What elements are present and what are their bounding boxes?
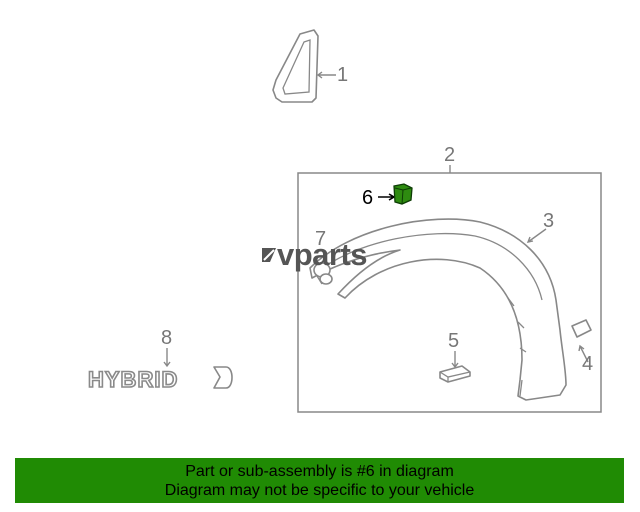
callout-7-label[interactable]: 7: [315, 228, 326, 250]
assembly-frame: [297, 172, 602, 413]
banner-line-1: Part or sub-assembly is #6 in diagram: [185, 463, 454, 480]
callout-1-arrow: [316, 71, 336, 79]
watermark-logo: vparts: [262, 237, 368, 272]
part-3-wheel-moulding[interactable]: [309, 218, 567, 401]
callout-3-arrow: [526, 228, 547, 243]
info-banner: Part or sub-assembly is #6 in diagram Di…: [15, 458, 624, 503]
part-7-push-clip[interactable]: [313, 262, 333, 285]
callout-5-arrow: [451, 351, 459, 369]
callout-8-arrow: [163, 348, 171, 368]
callout-5-label[interactable]: 5: [448, 330, 459, 352]
badge-swoosh-icon: [213, 366, 233, 389]
callout-4-label[interactable]: 4: [582, 353, 593, 375]
part-8-hybrid-badge[interactable]: HYBRID: [87, 366, 233, 393]
watermark-text: vparts: [277, 237, 367, 272]
callout-6-arrow: [378, 193, 396, 201]
part-4-pad[interactable]: [571, 319, 592, 338]
part-5-tape[interactable]: [439, 365, 471, 383]
callout-6-label[interactable]: 6: [362, 187, 373, 209]
badge-text: HYBRID: [88, 367, 178, 392]
callout-3-label[interactable]: 3: [543, 210, 554, 232]
banner-line-2: Diagram may not be specific to your vehi…: [164, 482, 475, 499]
part-6-clip[interactable]: [393, 183, 413, 205]
callout-8-label[interactable]: 8: [161, 327, 172, 349]
callout-2-label[interactable]: 2: [444, 144, 455, 166]
part-1-garnish[interactable]: [272, 29, 319, 103]
callout-4-arrow: [578, 344, 589, 363]
callout-1-label[interactable]: 1: [337, 64, 348, 86]
